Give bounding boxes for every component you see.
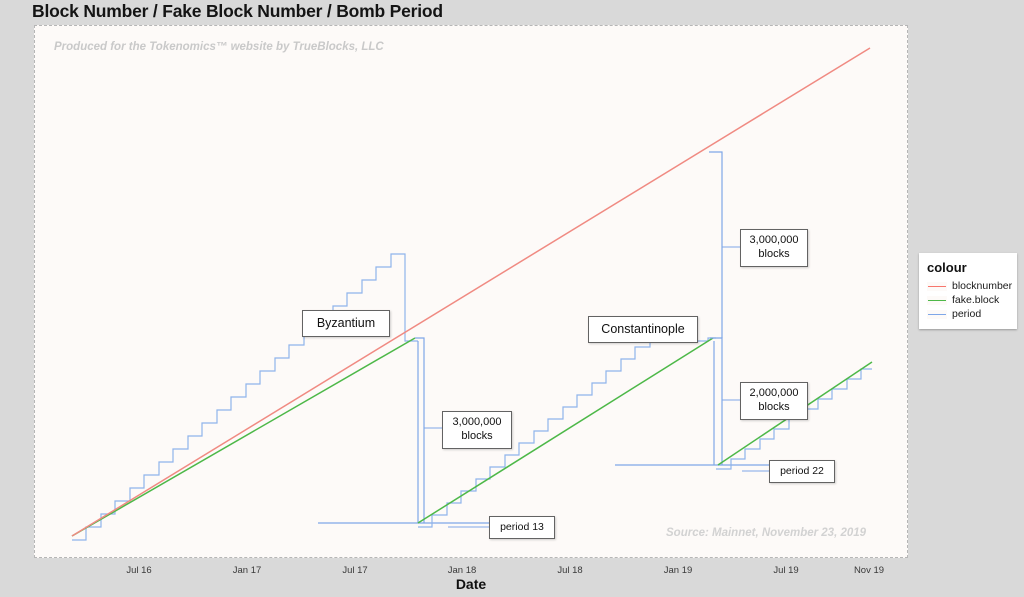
legend-swatch-fake-block (927, 295, 947, 305)
x-tick-3: Jan 18 (447, 565, 477, 576)
constantinople-upper-blocks-callout: 3,000,000 blocks (740, 229, 808, 267)
x-tick-2: Jul 17 (342, 565, 368, 576)
byzantium-label: Byzantium (302, 310, 390, 337)
x-tick-0: Jul 16 (126, 565, 152, 576)
constantinople-label: Constantinople (588, 316, 698, 343)
legend: colour blocknumber fake.block period (919, 253, 1017, 329)
legend-item-period[interactable]: period (927, 307, 1011, 321)
period-13-callout: period 13 (489, 516, 555, 539)
constantinople-lower-blocks-callout: 2,000,000 blocks (740, 382, 808, 420)
legend-swatch-period (927, 309, 947, 319)
legend-swatch-blocknumber (927, 281, 947, 291)
legend-item-fake-block[interactable]: fake.block (927, 293, 1011, 307)
x-tick-6: Jul 19 (773, 565, 799, 576)
byzantium-blocks-callout: 3,000,000 blocks (442, 411, 512, 449)
x-tick-1: Jan 17 (232, 565, 262, 576)
source-text: Source: Mainnet, November 23, 2019 (666, 527, 867, 539)
page-title: Block Number / Fake Block Number / Bomb … (32, 1, 443, 21)
legend-item-blocknumber[interactable]: blocknumber (927, 279, 1013, 293)
legend-label-blocknumber: blocknumber (952, 280, 1013, 292)
period-22-callout: period 22 (769, 460, 835, 483)
x-axis-title: Date (455, 576, 487, 592)
x-tick-4: Jul 18 (557, 565, 583, 576)
x-tick-7: Nov 19 (853, 565, 885, 576)
legend-title: colour (927, 260, 967, 275)
watermark-text: Produced for the Tokenomics™ website by … (54, 41, 384, 53)
x-tick-5: Jan 19 (663, 565, 693, 576)
legend-label-fake-block: fake.block (952, 294, 1000, 306)
legend-label-period: period (952, 308, 982, 320)
